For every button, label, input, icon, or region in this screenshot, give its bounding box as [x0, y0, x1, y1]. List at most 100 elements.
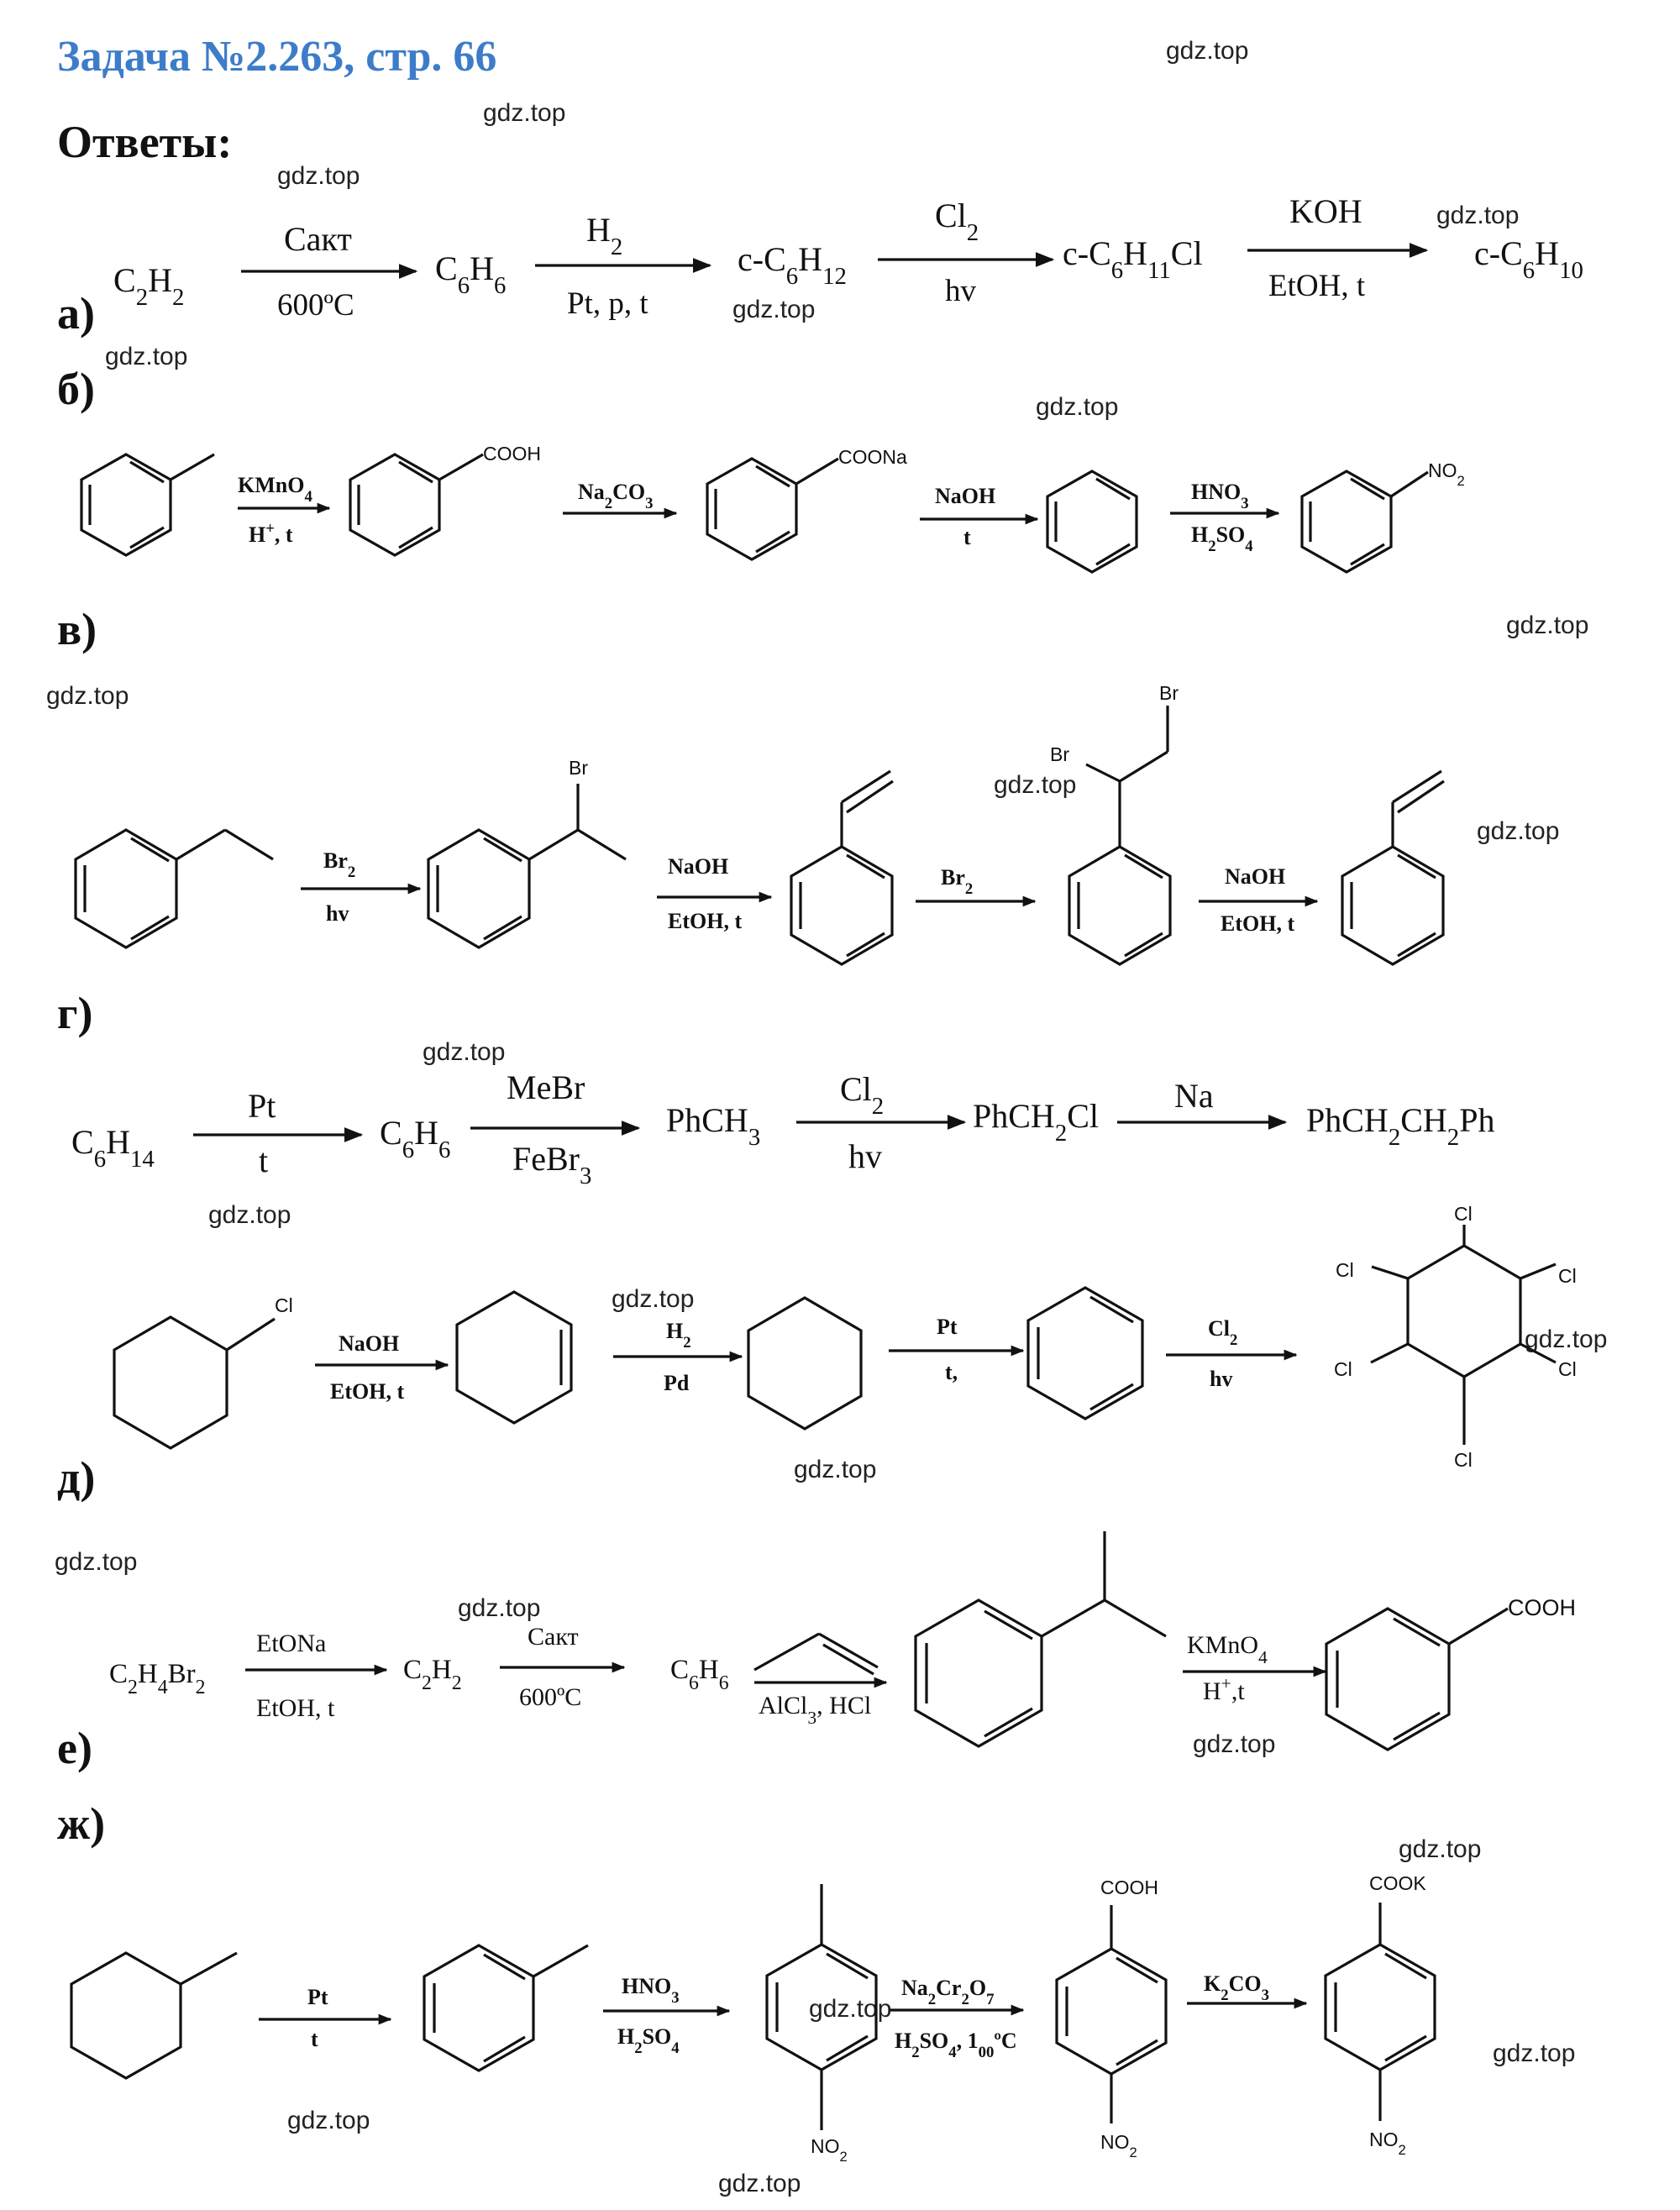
condition: t — [311, 2027, 318, 2051]
watermark: gdz.top — [208, 1201, 291, 1229]
condition: hv — [945, 274, 977, 308]
reagent: KMnO4 — [238, 473, 312, 506]
answers-heading: Ответы: — [57, 117, 233, 167]
condition: t — [963, 525, 971, 549]
watermark: gdz.top — [732, 296, 816, 323]
species: C2H2 — [113, 261, 184, 311]
condition: H+, t — [249, 520, 293, 548]
condition: EtOH, t — [256, 1694, 335, 1722]
reagent: Na2CO3 — [578, 480, 654, 512]
reagent: NaOH — [935, 484, 995, 508]
species: c-C6H11Cl — [1063, 234, 1203, 284]
species: PhCH2CH2Ph — [1306, 1101, 1494, 1151]
reagent: Br2 — [323, 848, 355, 881]
watermark: gdz.top — [718, 2170, 801, 2197]
cyclohexane-structure — [747, 1296, 863, 1430]
reagent: HNO3 — [1191, 480, 1249, 512]
watermark: gdz.top — [994, 771, 1077, 799]
sodium-benzoate-structure: COONa — [706, 446, 907, 561]
benzene-structure — [1046, 470, 1138, 574]
condition: Pt, p, t — [567, 286, 648, 321]
condition: Pd — [664, 1371, 690, 1395]
chlorine-label: Cl — [1558, 1358, 1577, 1380]
chlorine-label: Cl — [1336, 1259, 1354, 1281]
condition: 600ºC — [277, 288, 354, 323]
chlorine-label: Cl — [1334, 1358, 1352, 1380]
styrene-structure — [790, 769, 894, 966]
nitro-label: NO2 — [1100, 2131, 1137, 2160]
reagent: K2CO3 — [1204, 1971, 1269, 2004]
reagent: Cl2 — [935, 197, 979, 246]
bromine-label: Br — [569, 757, 588, 779]
reagent: EtONa — [256, 1630, 326, 1657]
chlorocyclohexane-structure: Cl — [113, 1294, 293, 1450]
label-e: е) — [57, 1723, 92, 1773]
condition: hv — [326, 901, 349, 926]
toluene-structure — [423, 1944, 589, 2072]
reagent: Na2Cr2O7 — [901, 1976, 994, 2008]
reagent: KMnO4 — [1187, 1631, 1268, 1667]
cook-label: COOK — [1369, 1872, 1426, 1894]
watermark: gdz.top — [1036, 393, 1119, 421]
benzoic-acid-structure: COOH — [1325, 1595, 1576, 1751]
p-nitrotoluene-structure: NO2 — [765, 1884, 878, 2165]
nitro-label: NO2 — [1369, 2129, 1406, 2158]
nitrobenzene-structure: NO2 — [1300, 459, 1465, 574]
p-nitrobenzoic-acid-structure: COOH NO2 — [1055, 1877, 1168, 2160]
watermark: gdz.top — [1166, 37, 1249, 65]
toluene-structure — [80, 453, 215, 557]
dibromoethylbenzene-structure: Br Br — [1050, 682, 1179, 966]
watermark: gdz.top — [277, 162, 360, 190]
propene-bond — [822, 1643, 874, 1676]
condition: t, — [945, 1360, 958, 1384]
watermark: gdz.top — [794, 1456, 877, 1483]
bromoethylbenzene-structure: Br — [427, 757, 627, 949]
watermark: gdz.top — [423, 1038, 506, 1066]
reagent: Cl2 — [1208, 1316, 1237, 1349]
condition: EtOH, t — [668, 909, 742, 933]
label-v: в) — [57, 604, 97, 654]
condition: AlCl3, HCl — [759, 1692, 871, 1728]
bromine-label: Br — [1159, 682, 1179, 704]
watermark: gdz.top — [105, 343, 188, 370]
nitro-label: NO2 — [811, 2135, 848, 2165]
propene-bond — [818, 1632, 879, 1669]
condition: H2SO4 — [617, 2024, 680, 2057]
condition: H2SO4 — [1191, 522, 1253, 555]
reagent: NaOH — [339, 1331, 399, 1356]
chlorine-label: Cl — [275, 1294, 293, 1316]
watermark: gdz.top — [458, 1594, 541, 1622]
reagent: Pt — [937, 1315, 958, 1339]
scheme-e: C2H4Br2 EtONa EtOH, t C2H2 Cакт 600ºC C6… — [109, 1531, 1576, 1751]
label-zh: ж) — [57, 1798, 106, 1849]
reagent: HNO3 — [622, 1974, 680, 2007]
reagent: MeBr — [507, 1068, 585, 1106]
cumene-structure — [914, 1531, 1167, 1748]
benzoic-acid-structure: COOH — [349, 443, 541, 557]
species: C6H6 — [670, 1655, 729, 1694]
substituent-label: COONa — [838, 446, 907, 468]
label-d: д) — [57, 1452, 96, 1503]
reagent: NaOH — [1225, 864, 1285, 889]
watermark: gdz.top — [483, 99, 566, 127]
watermark: gdz.top — [1436, 202, 1520, 229]
species: C2H4Br2 — [109, 1659, 205, 1698]
benzene-structure — [1026, 1286, 1144, 1420]
condition: H2SO4, 100ºC — [895, 2029, 1017, 2061]
cyclohexene-structure — [455, 1290, 573, 1425]
species: c-C6H12 — [738, 240, 847, 290]
methylcyclohexane-structure — [70, 1951, 238, 2080]
watermark: gdz.top — [1506, 612, 1589, 639]
condition: hv — [848, 1137, 882, 1175]
reagent: H2 — [586, 211, 622, 260]
propene-bond — [753, 1632, 820, 1672]
watermark: gdz.top — [1477, 817, 1560, 845]
condition: FeBr3 — [512, 1140, 591, 1189]
watermark: gdz.top — [287, 2107, 370, 2134]
reagent: Pt — [307, 1985, 328, 2009]
reagent: Cl2 — [840, 1070, 884, 1120]
watermark: gdz.top — [1493, 2039, 1576, 2067]
reagent: Pt — [248, 1087, 276, 1125]
scheme-v: Br2 hv Br NaOH EtOH, t Br2 Br Br — [74, 682, 1445, 966]
substituent-label: COOH — [483, 443, 541, 465]
